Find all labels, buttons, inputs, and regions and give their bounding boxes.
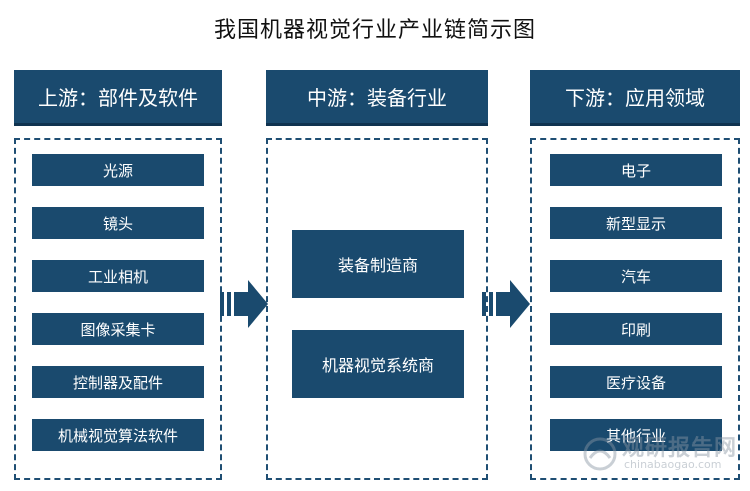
- upstream-item: 控制器及配件: [32, 366, 204, 398]
- upstream-item: 图像采集卡: [32, 313, 204, 345]
- watermark-en: chinabaogao.com: [624, 458, 722, 471]
- downstream-item: 新型显示: [550, 207, 722, 239]
- midstream-item: 机器视觉系统商: [292, 330, 464, 398]
- downstream-box: 电子 新型显示 汽车 印刷 医疗设备 其他行业: [530, 138, 740, 480]
- upstream-item: 工业相机: [32, 260, 204, 292]
- downstream-item: 电子: [550, 154, 722, 186]
- downstream-item: 医疗设备: [550, 366, 722, 398]
- diagram-title: 我国机器视觉行业产业链简示图: [213, 18, 536, 43]
- upstream-item: 光源: [32, 154, 204, 186]
- watermark: 观研报告网 chinabaogao.com: [582, 430, 742, 480]
- watermark-logo-icon: [583, 437, 617, 471]
- upstream-item: 机械视觉算法软件: [32, 419, 204, 451]
- midstream-header: 中游：装备行业: [266, 70, 488, 126]
- upstream-box: 光源 镜头 工业相机 图像采集卡 控制器及配件 机械视觉算法软件: [14, 138, 222, 480]
- upstream-item: 镜头: [32, 207, 204, 239]
- midstream-item: 装备制造商: [292, 230, 464, 298]
- upstream-header: 上游：部件及软件: [14, 70, 222, 126]
- watermark-cn: 观研报告网: [622, 436, 738, 461]
- midstream-box: 装备制造商 机器视觉系统商: [266, 138, 488, 480]
- flow-arrow-icon: [482, 280, 530, 328]
- downstream-item: 汽车: [550, 260, 722, 292]
- downstream-item: 其他行业: [550, 419, 722, 451]
- downstream-item: 印刷: [550, 313, 722, 345]
- flow-arrow-icon: [220, 280, 268, 328]
- downstream-header: 下游：应用领域: [530, 70, 740, 126]
